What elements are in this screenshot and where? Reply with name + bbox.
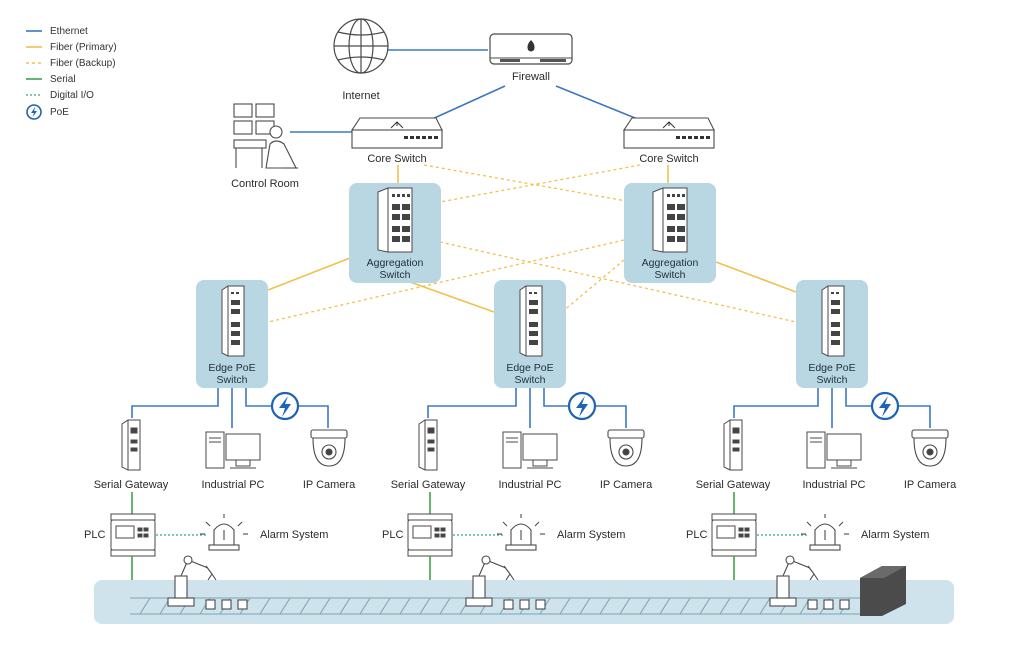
industrial-pc-3-label: Industrial PC	[803, 479, 866, 491]
serial-gateway-icon	[723, 419, 743, 471]
alarm-icon	[801, 514, 849, 551]
core-switch-right: Core Switch	[622, 117, 715, 165]
serial-gateway-2-label: Serial Gateway	[391, 479, 466, 491]
aggregation-switch-left: Aggregation Switch	[349, 183, 441, 283]
edge-2-label-1: Edge PoE	[506, 362, 553, 374]
aggregation-right-label-1: Aggregation	[642, 257, 699, 269]
alarm-icon	[200, 514, 248, 551]
edge-3-label-1: Edge PoE	[808, 362, 855, 374]
legend-ethernet: Ethernet	[50, 26, 88, 37]
internet-node: Internet	[333, 18, 389, 102]
core-switch-right-label: Core Switch	[639, 153, 698, 165]
control-room-label: Control Room	[231, 178, 299, 190]
aggregation-left-label-1: Aggregation	[367, 257, 424, 269]
ip-camera-icon	[310, 429, 348, 467]
plc-3-label: PLC	[686, 529, 707, 541]
core-right-agg-left-backup	[439, 164, 641, 203]
legend-serial: Serial	[50, 74, 76, 85]
ethernet-links-top	[290, 49, 641, 133]
industrial-pc-1-label: Industrial PC	[202, 479, 265, 491]
firewall-label: Firewall	[512, 71, 550, 83]
plc-icon	[407, 513, 453, 557]
edge-cell-2: Edge PoE Switch Serial Gateway Industria	[382, 280, 653, 587]
serial-gateway-3-label: Serial Gateway	[696, 479, 771, 491]
industrial-pc-icon	[205, 431, 261, 469]
plc-icon	[711, 513, 757, 557]
plc-1-label: PLC	[84, 529, 105, 541]
operator-workstation-icon	[233, 103, 298, 169]
robot-arm-icon	[465, 555, 546, 610]
edge-cell-3: Edge PoE Switch Serial Gateway Industria	[686, 280, 957, 587]
edge-switch-icon	[221, 285, 245, 357]
poe-icon	[567, 391, 597, 421]
switch-icon	[350, 117, 443, 149]
aggregation-left-label-2: Switch	[380, 269, 411, 281]
ip-camera-1-label: IP Camera	[303, 479, 356, 491]
edge-1-label-2: Switch	[217, 374, 248, 386]
legend-fiber-primary: Fiber (Primary)	[50, 42, 117, 53]
edge-switch-icon	[821, 285, 845, 357]
switch-icon	[622, 117, 715, 149]
firewall-core-left-link	[429, 85, 506, 121]
industrial-pc-2-label: Industrial PC	[499, 479, 562, 491]
edge-cell-1: Edge PoE Switch Serial Gateway Industria	[84, 280, 356, 587]
firewall-core-right-link	[555, 85, 641, 121]
agg-right-edge2-backup	[561, 259, 625, 313]
core-switch-left-label: Core Switch	[367, 153, 426, 165]
alarm-system-3-label: Alarm System	[861, 529, 929, 541]
fiber-primary-links	[267, 165, 797, 313]
edge-3-label-2: Switch	[817, 374, 848, 386]
poe-icon	[270, 391, 300, 421]
aggregation-right-label-2: Switch	[655, 269, 686, 281]
agg-right-edge1-backup	[267, 239, 625, 323]
serial-gateway-1-label: Serial Gateway	[94, 479, 169, 491]
conveyor-belt	[94, 555, 954, 624]
poe-icon	[870, 391, 900, 421]
ip-camera-2-label: IP Camera	[600, 479, 653, 491]
alarm-icon	[497, 514, 545, 551]
firewall-node: Firewall	[489, 33, 573, 83]
industrial-pc-icon	[502, 431, 558, 469]
legend: Ethernet Fiber (Primary) Fiber (Backup) …	[26, 26, 117, 120]
plc-2-label: PLC	[382, 529, 403, 541]
core-left-agg-right-backup	[423, 164, 633, 203]
plc-icon	[110, 513, 156, 557]
aggregation-switch-right: Aggregation Switch	[624, 183, 716, 283]
conveyor-exit-block	[860, 566, 906, 616]
legend-poe-icon	[26, 104, 42, 120]
serial-gateway-icon	[418, 419, 438, 471]
legend-fiber-backup: Fiber (Backup)	[50, 58, 116, 69]
industrial-pc-icon	[806, 431, 862, 469]
rack-switch-icon	[652, 187, 688, 253]
ip-camera-icon	[607, 429, 645, 467]
edge-switch-icon	[519, 285, 543, 357]
agg-right-edge3-fiber	[715, 261, 797, 293]
agg-left-edge1-fiber	[267, 257, 351, 291]
internet-label: Internet	[342, 90, 379, 102]
agg-left-edge2-fiber	[409, 281, 495, 313]
globe-icon	[333, 18, 389, 74]
serial-gateway-icon	[121, 419, 141, 471]
robot-arm-icon	[769, 555, 850, 610]
firewall-icon	[489, 33, 573, 65]
rack-switch-icon	[377, 187, 413, 253]
robot-arm-icon	[167, 555, 248, 610]
ip-camera-3-label: IP Camera	[904, 479, 957, 491]
legend-poe: PoE	[50, 107, 69, 118]
edge-2-label-2: Switch	[515, 374, 546, 386]
alarm-system-1-label: Alarm System	[260, 529, 328, 541]
core-switch-left: Core Switch	[350, 117, 443, 165]
edge-3-ethernet	[733, 388, 931, 428]
edge-1-label-1: Edge PoE	[208, 362, 255, 374]
legend-digital-io: Digital I/O	[50, 90, 94, 101]
control-room-node: Control Room	[231, 103, 299, 190]
agg-left-edge3-backup	[439, 241, 797, 323]
alarm-system-2-label: Alarm System	[557, 529, 625, 541]
ip-camera-icon	[911, 429, 949, 467]
fiber-backup-links	[267, 164, 797, 323]
edge-2-ethernet	[427, 388, 627, 428]
